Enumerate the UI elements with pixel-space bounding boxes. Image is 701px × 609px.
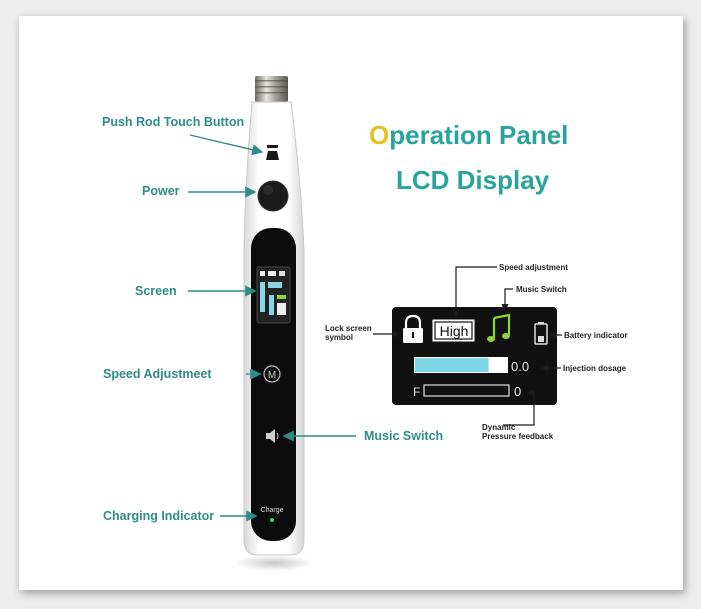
dosage-bar-fill [415,358,489,372]
svg-text:M: M [268,370,276,381]
label-speed-adjustment: Speed adjustment [499,263,568,272]
charging-indicator-led [270,518,274,522]
title-line1: Operation Panel [369,120,568,151]
pressure-bar [423,384,510,397]
pen-shadow [234,555,314,571]
metal-tip [255,76,288,102]
label-music-switch-lcd: Music Switch [516,285,567,294]
label-lock-line2: symbol [325,333,354,342]
label-screen: Screen [135,284,177,298]
label-dynamic-line1: Dynamic [482,423,516,432]
label-dynamic-line2: Pressure feedback [482,432,554,441]
label-speed: Speed Adjustmeet [103,367,212,381]
label-lock-line1: Lock screen [325,324,372,333]
speed-adjust-button[interactable]: M [263,365,281,383]
dosage-value: 0.0 [511,359,529,374]
label-push-rod: Push Rod Touch Button [102,115,245,129]
title-rest: peration Panel [389,120,569,150]
label-dynamic: Dynamic Pressure feedback [482,423,553,441]
battery-icon [534,322,548,345]
lock-icon [403,314,423,343]
speed-value: High [440,323,469,339]
mini-screen [256,266,291,324]
label-injection: Injection dosage [563,364,627,373]
music-switch-button[interactable] [266,429,279,443]
arrow-music-switch [501,288,513,312]
label-battery: Battery indicator [564,331,628,340]
title-line2: LCD Display [396,165,550,195]
arrow-push-rod [189,134,264,156]
arrow-speed-adjustment [452,266,497,318]
label-music: Music Switch [364,429,444,443]
arrow-dynamic [503,389,535,426]
speed-box [432,319,475,342]
push-rod-button-icon[interactable] [266,145,279,160]
music-note-icon [487,313,511,342]
title-first-letter: O [369,120,390,150]
pressure-prefix: F [413,385,420,399]
charge-text: Charge [261,507,284,514]
pressure-value: 0 [514,384,521,399]
label-charging: Charging Indicator [103,509,215,523]
label-lock-screen: Lock screen symbol [325,324,372,342]
infographic-card [19,16,683,590]
label-power: Power [142,184,180,198]
